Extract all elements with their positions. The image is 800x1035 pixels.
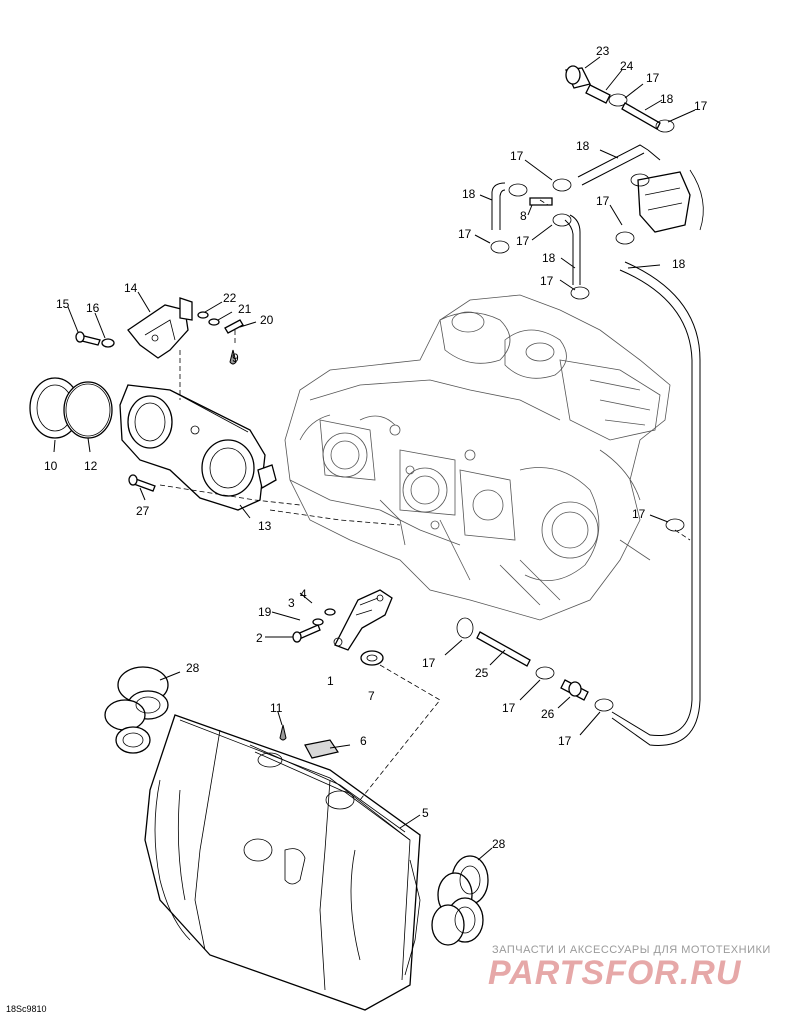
callout-19: 19 [258,605,272,619]
callout-6: 6 [360,734,367,748]
callout-9: 9 [232,351,239,365]
callout-14: 14 [124,281,138,295]
fuel-lines [456,65,704,746]
callout-13: 13 [258,519,272,533]
throttle-body-adaptor [119,384,277,511]
callout-16: 16 [86,301,100,315]
callout-17: 17 [540,274,554,288]
callout-20: 20 [260,313,274,327]
callout-18: 18 [672,257,686,271]
watermark-tagline: ЗАПЧАСТИ И АКСЕССУАРЫ ДЛЯ МОТОТЕХНИКИ [492,944,771,956]
watermark-logo: PARTSFOR.RU [488,954,742,992]
callout-17: 17 [516,234,530,248]
airbox [144,714,421,1011]
leader-lines [53,56,696,861]
callout-12: 12 [84,459,98,473]
callout-5: 5 [422,806,429,820]
callout-4: 4 [300,587,307,601]
pad [304,739,339,759]
callout-18: 18 [462,187,476,201]
callout-21: 21 [238,302,252,316]
intake-boot-lower [431,855,489,946]
callout-8: 8 [520,209,527,223]
callout-22: 22 [223,291,237,305]
callout-17: 17 [596,194,610,208]
callout-labels: 23 24 17 18 17 18 17 18 8 17 17 17 18 17… [44,44,708,851]
callout-26: 26 [541,707,555,721]
callout-27: 27 [136,504,150,518]
bracket [333,589,393,666]
callout-11: 11 [270,701,283,715]
sensor-bracket [75,297,244,365]
callout-1: 1 [327,674,334,688]
callout-25: 25 [475,666,489,680]
callout-17: 17 [502,701,516,715]
callout-18: 18 [542,251,556,265]
callout-28: 28 [492,837,506,851]
drawing-code: 18Sc9810 [6,1004,47,1014]
callout-17: 17 [458,227,472,241]
screw-27 [128,474,156,492]
callout-2: 2 [256,631,263,645]
callout-17: 17 [510,149,524,163]
callout-7: 7 [368,689,375,703]
screw-washers [292,608,336,643]
callout-18: 18 [660,92,674,106]
adaptor-rings [29,377,113,439]
drain-plug [279,724,287,741]
callout-15: 15 [56,297,70,311]
callout-17: 17 [558,734,572,748]
callout-23: 23 [596,44,610,58]
callout-10: 10 [44,459,58,473]
callout-17: 17 [646,71,660,85]
engine-block [284,294,671,621]
callout-18: 18 [576,139,590,153]
callout-24: 24 [620,59,634,73]
intake-boot-upper [104,666,169,754]
callout-17: 17 [694,99,708,113]
callout-3: 3 [288,596,295,610]
callout-17: 17 [422,656,436,670]
callout-17: 17 [632,507,646,521]
callout-28: 28 [186,661,200,675]
